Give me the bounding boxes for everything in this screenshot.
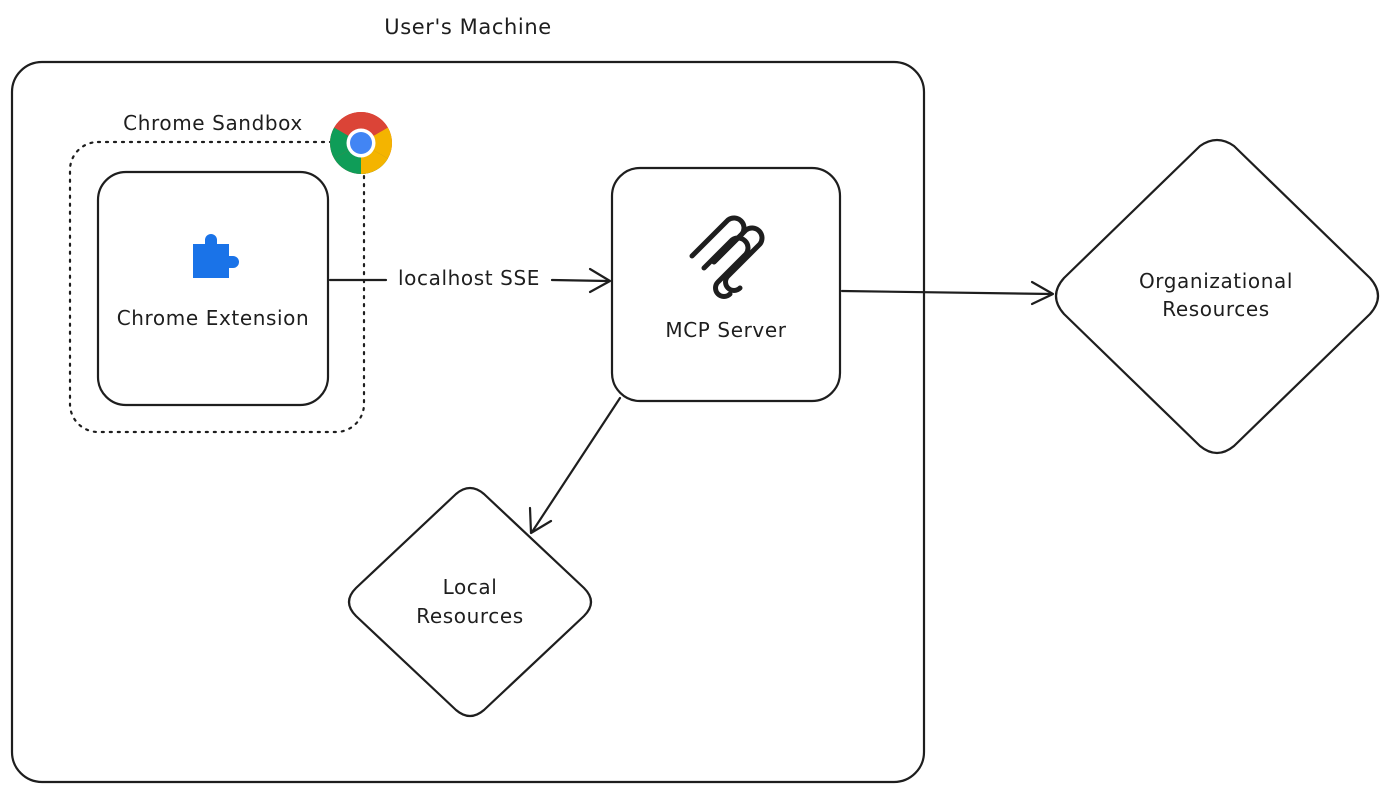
edge-mcp-to-local-resources bbox=[528, 396, 622, 535]
users-machine-box bbox=[10, 60, 926, 784]
chrome-sandbox-boundary bbox=[68, 140, 366, 434]
organizational-resources-node bbox=[1054, 138, 1380, 455]
organizational-resources-label-line2: Resources bbox=[1162, 297, 1270, 321]
mcp-logo-icon bbox=[689, 215, 765, 299]
chrome-sandbox-label: Chrome Sandbox bbox=[123, 111, 303, 135]
local-resources-label-line1: Local bbox=[443, 575, 498, 599]
machine-title: User's Machine bbox=[384, 15, 552, 39]
organizational-resources-label-line1: Organizational bbox=[1139, 269, 1293, 293]
chrome-extension-node bbox=[96, 170, 330, 407]
edge-mcp-to-organizational-resources bbox=[840, 280, 1055, 306]
puzzle-piece-icon bbox=[193, 234, 239, 278]
chrome-logo-icon bbox=[329, 112, 393, 175]
mcp-server-label: MCP Server bbox=[665, 318, 786, 342]
edge-extension-to-mcp bbox=[328, 267, 612, 294]
edge-label-localhost-sse: localhost SSE bbox=[398, 266, 540, 290]
local-resources-label-line2: Resources bbox=[416, 604, 524, 628]
chrome-extension-label: Chrome Extension bbox=[117, 306, 310, 330]
local-resources-node bbox=[347, 486, 593, 718]
